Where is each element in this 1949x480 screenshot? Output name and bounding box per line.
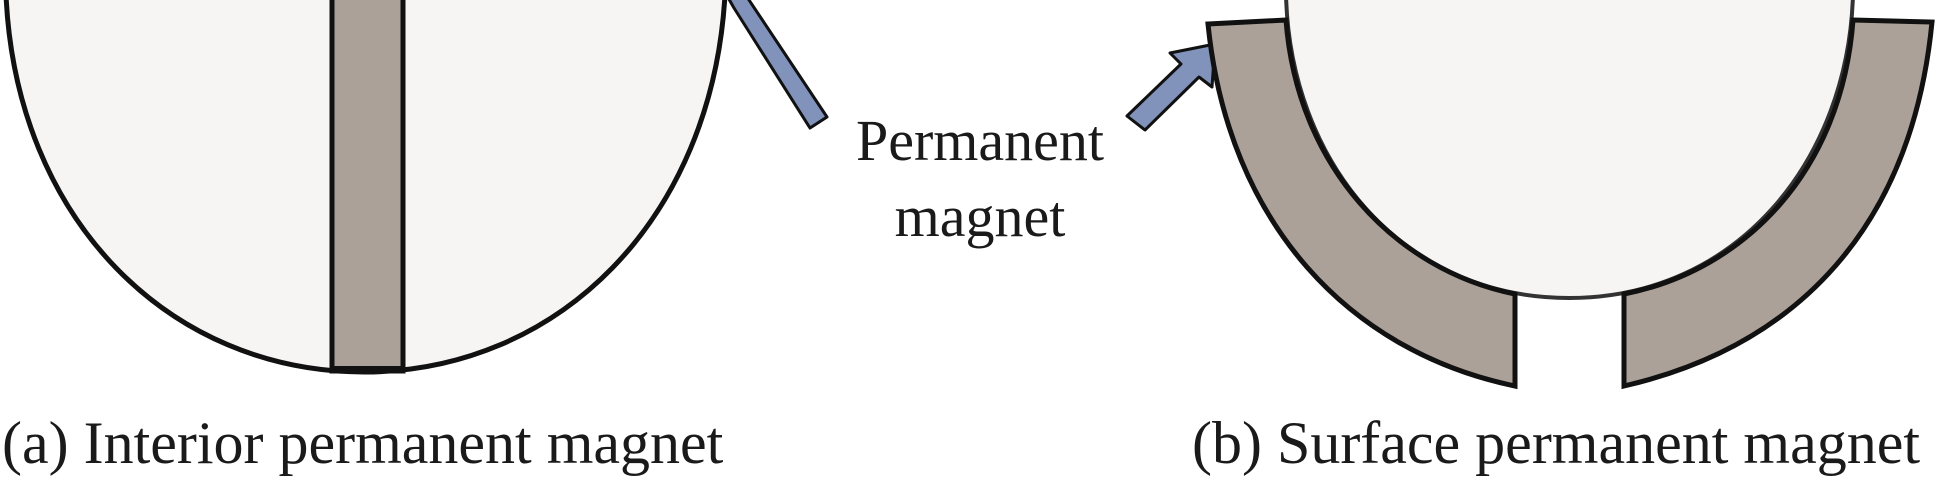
arrow-to-interior-magnet [727,0,829,130]
callout-line-1: Permanent [856,108,1104,173]
surface-magnet-left [1205,17,1518,390]
surface-magnet-right [1621,17,1935,390]
panel-a-interior-pm [3,0,728,375]
interior-magnet-bar [329,0,406,374]
caption-b: (b) Surface permanent magnet [1192,410,1920,476]
permanent-magnet-callout: Permanent magnet [856,108,1104,249]
panel-b-surface-pm [1205,0,1935,390]
caption-a: (a) Interior permanent magnet [2,410,724,476]
callout-line-2: magnet [895,184,1066,249]
arrow-to-surface-magnet [1125,42,1217,132]
